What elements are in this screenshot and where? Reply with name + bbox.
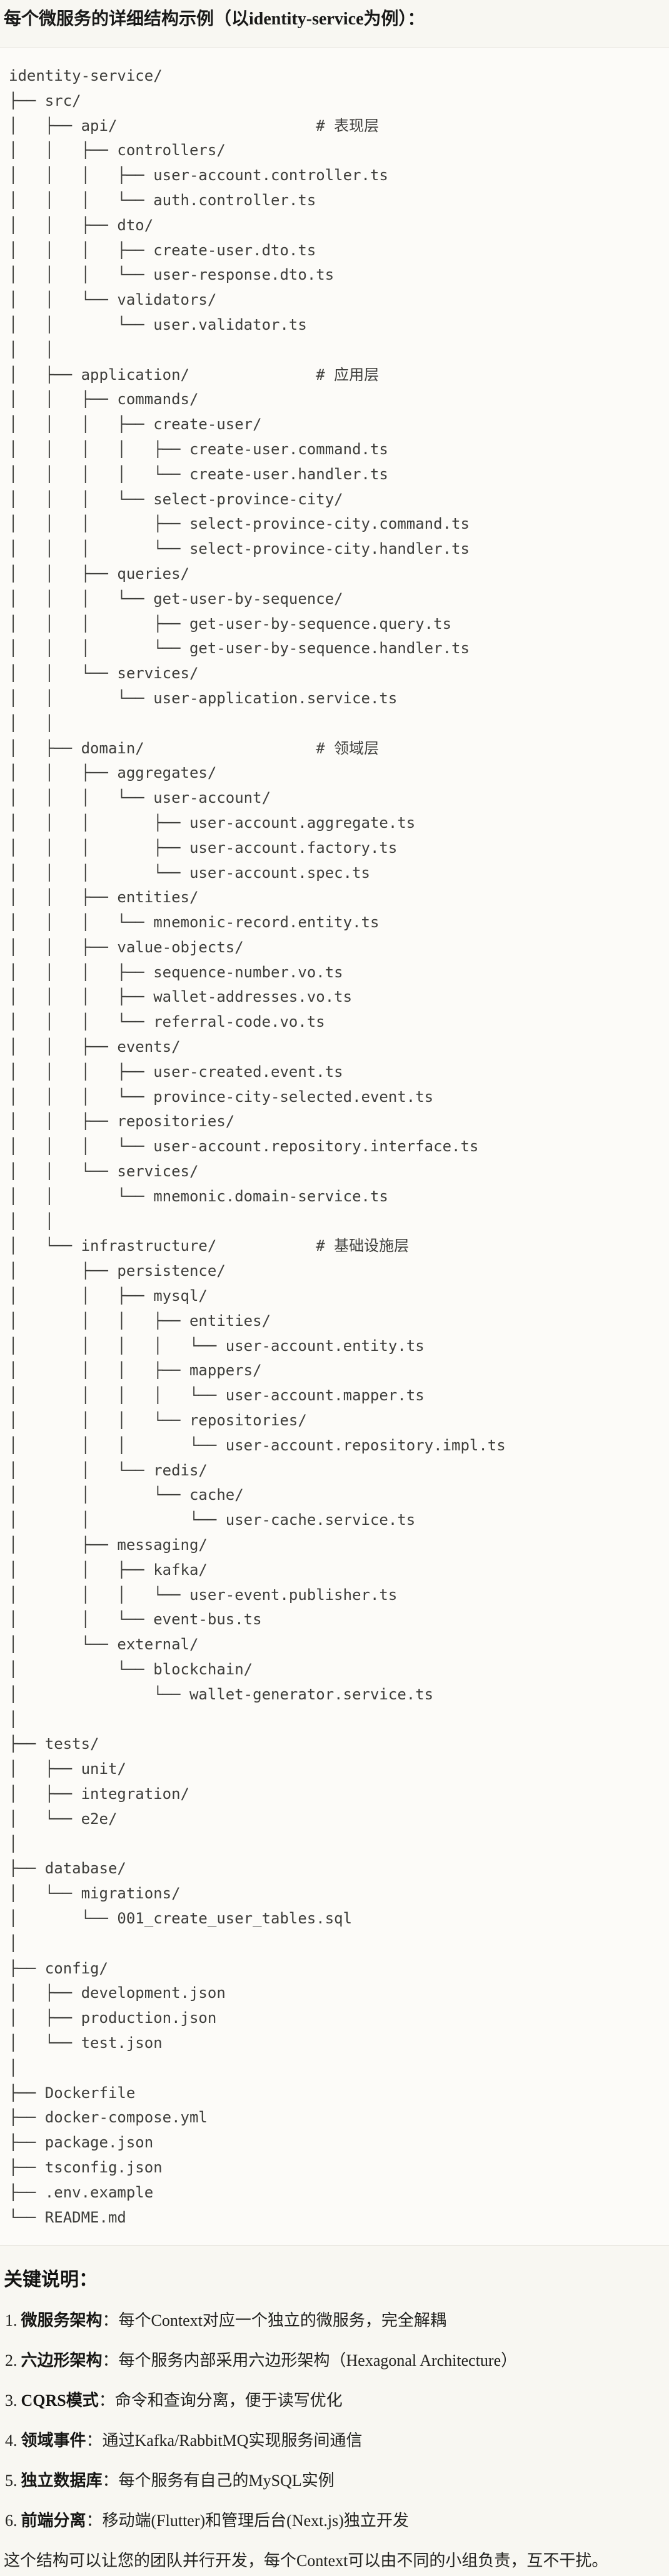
note-term: 微服务架构 — [21, 2311, 103, 2330]
note-number: 3. — [5, 2391, 18, 2410]
note-desc: ：每个Context对应一个独立的微服务，完全解耦 — [102, 2311, 446, 2330]
note-item: 5.独立数据库：每个服务有自己的MySQL实例 — [5, 2468, 663, 2493]
note-desc: ：移动端(Flutter)和管理后台(Next.js)独立开发 — [86, 2512, 409, 2530]
note-item: 2.六边形架构：每个服务内部采用六边形架构（Hexagonal Architec… — [5, 2348, 663, 2373]
file-tree: identity-service/ ├── src/ │ ├── api/ # … — [9, 67, 506, 2226]
note-item: 6.前端分离：移动端(Flutter)和管理后台(Next.js)独立开发 — [5, 2508, 663, 2533]
note-desc: ：通过Kafka/RabbitMQ实现服务间通信 — [86, 2431, 363, 2450]
notes-list: 1.微服务架构：每个Context对应一个独立的微服务，完全解耦 2.六边形架构… — [4, 2308, 663, 2533]
note-number: 4. — [5, 2431, 18, 2450]
code-block: identity-service/ ├── src/ │ ├── api/ # … — [0, 47, 669, 2246]
note-desc: ：每个服务内部采用六边形架构（Hexagonal Architecture） — [102, 2351, 518, 2370]
page-title: 每个微服务的详细结构示例（以identity-service为例）： — [4, 9, 425, 29]
closing-paragraph: 这个结构可以让您的团队并行开发，每个Context可以由不同的小组负责，互不干扰… — [4, 2552, 608, 2570]
note-desc: ：命令和查询分离，便于读写优化 — [98, 2391, 343, 2410]
note-number: 2. — [5, 2351, 18, 2370]
notes-section: 关键说明： 1.微服务架构：每个Context对应一个独立的微服务，完全解耦 2… — [4, 2267, 663, 2574]
note-desc: ：每个服务有自己的MySQL实例 — [102, 2472, 334, 2490]
note-item: 1.微服务架构：每个Context对应一个独立的微服务，完全解耦 — [5, 2308, 663, 2333]
note-term: 前端分离 — [21, 2512, 86, 2530]
note-number: 1. — [5, 2311, 18, 2330]
notes-heading: 关键说明： — [4, 2269, 98, 2291]
note-item: 3.CQRS模式：命令和查询分离，便于读写优化 — [5, 2388, 663, 2413]
note-number: 6. — [5, 2512, 18, 2530]
note-item: 4.领域事件：通过Kafka/RabbitMQ实现服务间通信 — [5, 2428, 663, 2453]
note-number: 5. — [5, 2472, 18, 2490]
note-term: 领域事件 — [21, 2431, 86, 2450]
note-term: 六边形架构 — [21, 2351, 103, 2370]
note-term: CQRS模式 — [21, 2391, 99, 2410]
note-term: 独立数据库 — [21, 2472, 103, 2490]
